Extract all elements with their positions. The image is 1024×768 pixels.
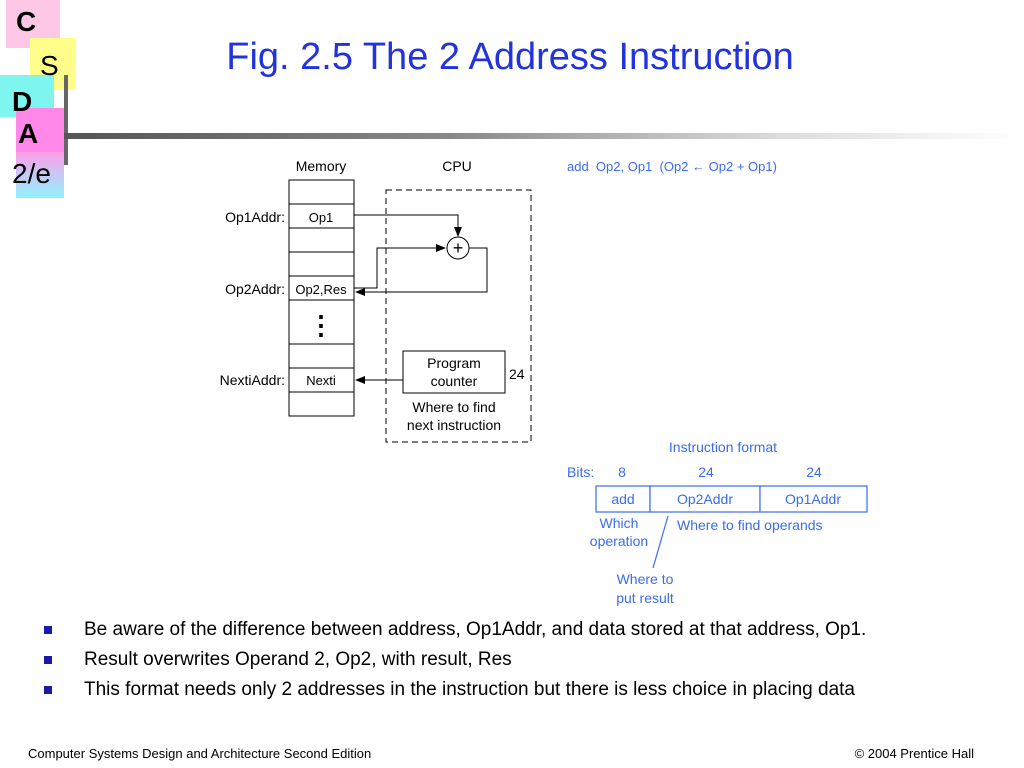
field-op1: Op1Addr [785, 491, 841, 507]
program-counter-line1: Program [427, 355, 481, 371]
op2-to-adder-arrow [354, 244, 446, 289]
field-op1-box [759, 485, 868, 513]
bullet-text: Result overwrites Operand 2, Op2, with r… [84, 649, 512, 670]
footer-book-title: Computer Systems Design and Architecture… [28, 746, 372, 761]
bullet-item: Be aware of the difference between addre… [42, 618, 1017, 641]
slide-title: Fig. 2.5 The 2 Address Instruction [226, 36, 794, 78]
logo-vertical-rule [64, 75, 68, 165]
op1addr-label: Op1Addr: [225, 209, 285, 225]
logo-edition: 2/e [12, 158, 51, 189]
cpu-label: CPU [442, 158, 472, 174]
bullet-marker-icon [44, 626, 52, 634]
memory-cells [288, 179, 355, 417]
bullet-text: Be aware of the difference between addre… [84, 619, 867, 640]
memory-cell [288, 343, 355, 369]
memory-ellipsis: ⋮ [308, 310, 334, 340]
logo-letter-a: A [18, 118, 39, 149]
format-title: Instruction format [669, 439, 777, 455]
adder-plus-icon: + [453, 238, 464, 258]
field-add: add [611, 491, 634, 507]
two-address-instruction-diagram: Memory Op1 Op2,Res ⋮ Nexti Op1Addr: Op2A… [220, 158, 868, 606]
memory-cell [288, 367, 355, 393]
memory-cell [288, 299, 355, 345]
field-op2: Op2Addr [677, 491, 733, 507]
instruction-format-fields [595, 485, 868, 513]
memory-label: Memory [296, 158, 347, 174]
memory-cell [288, 391, 355, 417]
logo-letter-d: D [12, 86, 33, 117]
which-line2: operation [590, 533, 648, 549]
memory-cell [288, 251, 355, 277]
memory-cell [288, 227, 355, 253]
bullet-marker-icon [44, 656, 52, 664]
where-operands: Where to find operands [677, 517, 823, 533]
which-line1: Which [600, 515, 639, 531]
bullet-marker-icon [44, 686, 52, 694]
logo-letter-s: S [40, 50, 59, 81]
memory-cell-nexti: Nexti [306, 373, 336, 388]
bits-label: Bits: [567, 464, 594, 480]
instruction-text: add Op2, Op1 (Op2 ← Op2 + Op1) [567, 159, 777, 174]
cpu-boundary [385, 189, 532, 443]
memory-cell-op1: Op1 [309, 210, 334, 225]
program-counter-box [402, 350, 506, 394]
where-next-line2: next instruction [407, 417, 501, 433]
memory-cell [288, 275, 355, 301]
field-op2-box [649, 485, 761, 513]
program-counter-line2: counter [431, 373, 478, 389]
bullet-list: Be aware of the difference between addre… [42, 618, 1017, 708]
bullet-text: This format needs only 2 addresses in th… [84, 679, 855, 700]
bullet-item: This format needs only 2 addresses in th… [42, 678, 1017, 701]
logo-tile-pink-mid [16, 108, 64, 156]
bullet-item: Result overwrites Operand 2, Op2, with r… [42, 648, 1017, 671]
op1-to-adder-arrow [354, 214, 462, 237]
where-next-line1: Where to find [412, 399, 495, 415]
result-pointer-line [652, 515, 669, 569]
memory-cell [288, 203, 355, 229]
field-add-box [595, 485, 651, 513]
footer-copyright: © 2004 Prentice Hall [854, 746, 974, 761]
logo-letter-c: C [16, 6, 37, 37]
memory-cell-op2res: Op2,Res [295, 282, 347, 297]
bits-add: 8 [618, 464, 626, 480]
result-to-op2-arrow [355, 247, 488, 296]
logo-tile-cyan-bottom [16, 152, 64, 198]
result-line2: put result [616, 590, 674, 606]
bits-op1: 24 [806, 464, 822, 480]
title-rule [64, 133, 1024, 139]
op2addr-label: Op2Addr: [225, 281, 285, 297]
bits-op2: 24 [698, 464, 714, 480]
program-counter-bits: 24 [509, 366, 525, 382]
memory-cell [288, 179, 355, 205]
result-line1: Where to [617, 571, 674, 587]
nextiaddr-label: NextiAddr: [220, 372, 285, 388]
